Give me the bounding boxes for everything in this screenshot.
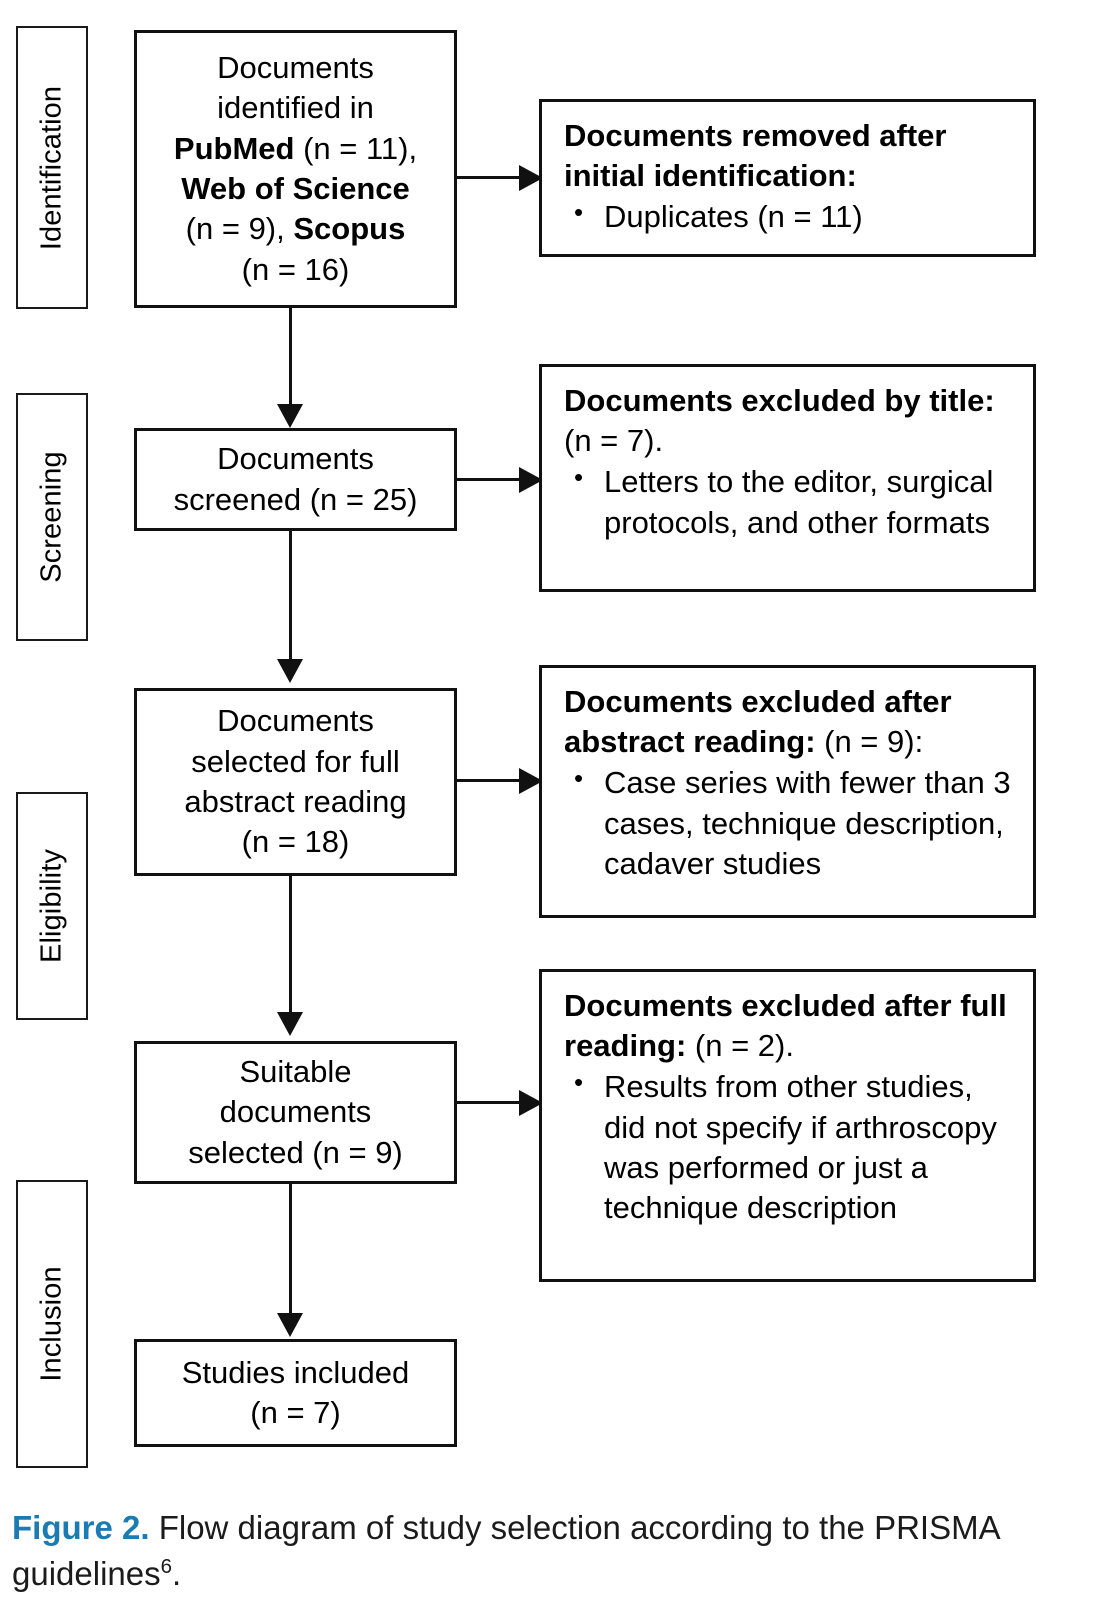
flow-box-suitable-documents-text: Suitable documents selected (n = 9) [180, 1052, 411, 1173]
list-item: Letters to the editor, surgical protocol… [564, 461, 1019, 543]
excluded-abstract-heading-regular: (n = 9): [815, 723, 924, 759]
excluded-title-heading-regular: (n = 7). [564, 422, 664, 458]
exclusion-box-excluded-after-abstract-list: Case series with fewer than 3 cases, tec… [564, 762, 1019, 884]
stage-screening: Screening [16, 393, 88, 641]
flow-box-studies-included: Studies included (n = 7) [134, 1339, 457, 1447]
excluded-abstract-heading-bold: Documents excluded after abstract readin… [564, 684, 952, 759]
exclusion-box-excluded-after-full-reading: Documents excluded after full reading: (… [539, 969, 1036, 1282]
source-scopus: Scopus [293, 211, 406, 247]
source-pubmed-count: (n = 11), [294, 130, 418, 166]
identified-line-1: Documents [217, 50, 374, 86]
figure-caption-label: Figure 2. [12, 1509, 150, 1546]
connector-suitable-to-included [289, 1184, 292, 1317]
connector-screened-to-excluded-title [457, 478, 521, 481]
abstract-line-3: abstract reading [184, 784, 407, 819]
flow-box-documents-identified-text: Documents identified in PubMed (n = 11),… [166, 48, 425, 290]
source-web-of-science: Web of Science [181, 171, 410, 206]
figure-caption-text: Flow diagram of study selection accordin… [12, 1509, 999, 1593]
list-item: Results from other studies, did not spec… [564, 1066, 1019, 1228]
stage-inclusion: Inclusion [16, 1180, 88, 1468]
included-line-2: (n = 7) [250, 1395, 341, 1430]
exclusion-box-excluded-by-title: Documents excluded by title: (n = 7). Le… [539, 364, 1036, 592]
suitable-line-3: selected (n = 9) [188, 1134, 403, 1170]
arrowhead-identified-to-screened [277, 404, 303, 428]
stage-eligibility: Eligibility [16, 792, 88, 1020]
exclusion-box-removed-initial-list: Duplicates (n = 11) [564, 196, 1019, 237]
included-line-1: Studies included [181, 1354, 410, 1390]
flow-box-selected-full-abstract: Documents selected for full abstract rea… [134, 688, 457, 876]
exclusion-box-excluded-by-title-heading: Documents excluded by title: (n = 7). [564, 381, 1019, 460]
arrowhead-screened-to-abstract [277, 659, 303, 683]
connector-screened-to-abstract [289, 531, 292, 663]
stage-inclusion-label: Inclusion [35, 1266, 68, 1382]
suitable-line-2: documents [219, 1094, 372, 1130]
flow-box-documents-identified: Documents identified in PubMed (n = 11),… [134, 30, 457, 308]
stage-identification: Identification [16, 26, 88, 309]
excluded-title-heading-bold: Documents excluded by title: [564, 383, 995, 418]
connector-identified-to-screened [289, 308, 292, 418]
screened-line-2: screened (n = 25) [173, 481, 418, 517]
list-item: Case series with fewer than 3 cases, tec… [564, 762, 1019, 884]
stage-screening-label: Screening [35, 451, 68, 583]
exclusion-box-removed-initial: Documents removed after initial identifi… [539, 99, 1036, 257]
flow-box-documents-screened-text: Documents screened (n = 25) [166, 439, 426, 520]
exclusion-box-excluded-after-abstract: Documents excluded after abstract readin… [539, 665, 1036, 918]
list-item: Duplicates (n = 11) [564, 196, 1019, 237]
exclusion-box-removed-initial-heading: Documents removed after initial identifi… [564, 116, 1019, 195]
excluded-full-heading-bold: Documents excluded after full reading: [564, 988, 1007, 1063]
abstract-line-1: Documents [217, 703, 374, 739]
source-web-of-science-count: (n = 9), [185, 211, 294, 247]
exclusion-box-excluded-after-full-reading-list: Results from other studies, did not spec… [564, 1066, 1019, 1228]
arrowhead-suitable-to-included [277, 1313, 303, 1337]
figure-caption-superscript: 6 [160, 1555, 172, 1579]
exclusion-box-excluded-by-title-list: Letters to the editor, surgical protocol… [564, 461, 1019, 543]
identified-line-2: identified in [217, 90, 374, 126]
figure-caption-end: . [172, 1555, 182, 1593]
exclusion-box-excluded-after-abstract-heading: Documents excluded after abstract readin… [564, 682, 1019, 761]
screened-line-1: Documents [217, 441, 374, 477]
arrowhead-abstract-to-suitable [277, 1012, 303, 1036]
abstract-line-2: selected for full [191, 743, 400, 779]
flow-box-studies-included-text: Studies included (n = 7) [174, 1353, 418, 1434]
source-pubmed: PubMed [173, 130, 295, 166]
stage-eligibility-label: Eligibility [35, 849, 68, 963]
exclusion-box-excluded-after-full-reading-heading: Documents excluded after full reading: (… [564, 986, 1019, 1065]
abstract-line-4: (n = 18) [241, 824, 350, 860]
connector-suitable-to-excluded-full [457, 1101, 521, 1104]
connector-abstract-to-excluded-abstract [457, 779, 521, 782]
suitable-line-1: Suitable [239, 1054, 352, 1090]
flow-box-documents-screened: Documents screened (n = 25) [134, 428, 457, 531]
stage-identification-label: Identification [35, 85, 68, 250]
source-scopus-count: (n = 16) [241, 251, 350, 287]
flow-box-suitable-documents: Suitable documents selected (n = 9) [134, 1041, 457, 1184]
figure-caption: Figure 2. Flow diagram of study selectio… [12, 1505, 1072, 1597]
connector-identified-to-removed [457, 176, 521, 179]
excluded-full-heading-regular: (n = 2). [686, 1027, 794, 1063]
connector-abstract-to-suitable [289, 876, 292, 1016]
removed-initial-heading-bold: Documents removed after initial identifi… [564, 118, 947, 193]
flow-box-selected-full-abstract-text: Documents selected for full abstract rea… [176, 701, 414, 862]
